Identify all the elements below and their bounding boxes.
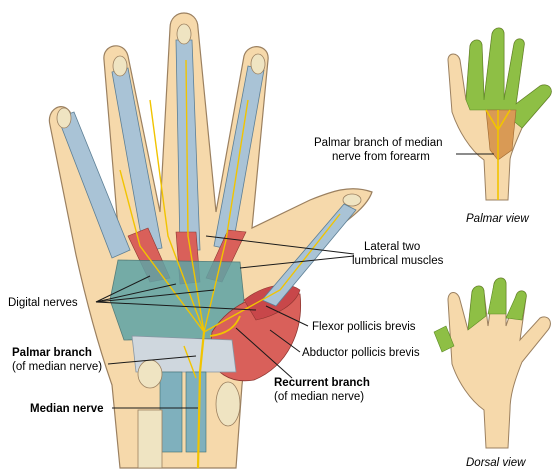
label-palmar-branch-sub: (of median nerve): [12, 361, 102, 373]
median-nerve-paths: [119, 59, 341, 469]
palmar-view-hand: [447, 27, 552, 201]
label-lateral-lumbricals-1: Lateral two: [364, 241, 420, 253]
dorsal-median-sensory-tips: [433, 277, 527, 353]
fingertip-bones: [56, 23, 362, 207]
main-hand-illustration: [48, 12, 373, 469]
caption-dorsal-view: Dorsal view: [466, 457, 526, 469]
label-recurrent-branch: Recurrent branch: [274, 377, 370, 389]
palmar-nerve-line: [485, 109, 511, 200]
label-flexor-pollicis-brevis: Flexor pollicis brevis: [312, 321, 416, 333]
wrist-bones: [137, 359, 241, 469]
palmar-median-sensory-area: [465, 27, 552, 129]
label-recurrent-branch-sub: (of median nerve): [274, 391, 364, 403]
label-palmar-branch: Palmar branch: [12, 347, 92, 359]
label-digital-nerves: Digital nerves: [8, 297, 78, 309]
forearm-tendons: [159, 371, 207, 453]
label-palmar-branch-forearm-1: Palmar branch of median: [314, 137, 442, 149]
leader-lines: [95, 153, 494, 409]
dorsal-view-hand: [433, 277, 551, 449]
caption-palmar-view: Palmar view: [466, 213, 529, 225]
label-median-nerve: Median nerve: [30, 403, 104, 415]
thumb-tendons: [261, 203, 357, 307]
label-abductor-pollicis-brevis: Abductor pollicis brevis: [302, 347, 420, 359]
label-palmar-branch-forearm-2: nerve from forearm: [332, 151, 430, 163]
label-lateral-lumbricals-2: lumbrical muscles: [352, 255, 444, 267]
